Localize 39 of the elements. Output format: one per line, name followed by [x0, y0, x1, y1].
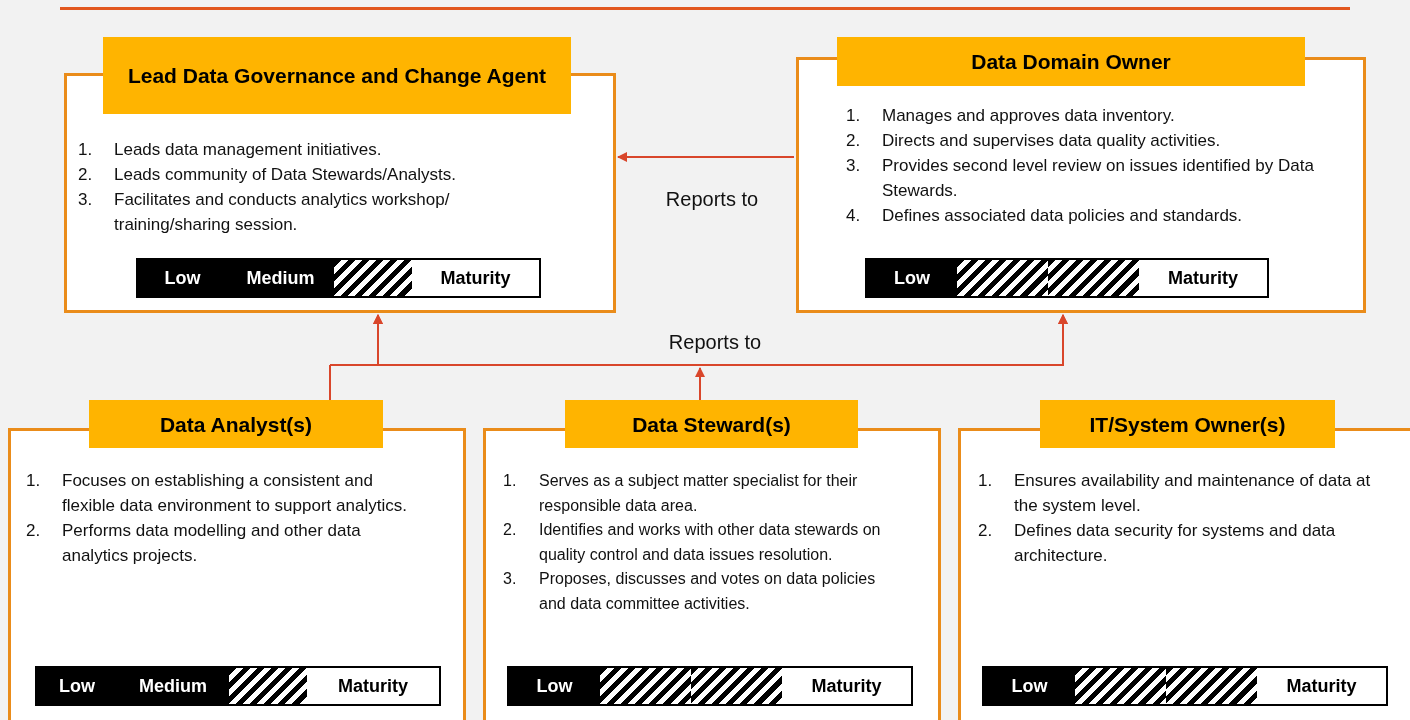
bar-label: Maturity: [1167, 266, 1239, 290]
list-item: 1. Ensures availability and maintenance of data at the system level.: [978, 470, 1372, 517]
bar-label: Medium: [117, 668, 229, 704]
list-item: 1. Manages and approves data inventory.: [846, 105, 1176, 127]
bar-label: Maturity: [439, 266, 512, 290]
role-title: Data Steward(s): [565, 400, 858, 448]
role-title: Data Analyst(s): [89, 400, 383, 448]
arrow: [617, 152, 795, 162]
list-item: 2. Leads community of Data Stewards/Analysts.: [78, 164, 458, 186]
bar-label: Low: [138, 260, 227, 296]
list-item: 3. Proposes, discusses and votes on data policies and data committee activities.: [503, 569, 877, 614]
maturity-bar: [35, 666, 441, 706]
maturity-bar: [507, 666, 913, 706]
bar-label: Low: [37, 668, 117, 704]
bar-label: Medium: [227, 260, 334, 296]
bar-label: Low: [509, 668, 600, 704]
role-title: IT/System Owner(s): [1040, 400, 1335, 448]
maturity-bar: [136, 258, 541, 298]
bar-label: Maturity: [810, 674, 883, 698]
bar-label: Low: [984, 668, 1075, 704]
list-item: 1. Serves as a subject matter specialist for their responsible data area.: [503, 471, 859, 516]
role-title: Lead Data Governance and Change Agent: [103, 37, 571, 114]
list-item: 1. Leads data management initiatives.: [78, 139, 383, 161]
list-item: 2. Directs and supervises data quality activities.: [846, 130, 1222, 152]
list-item: 4. Defines associated data policies and standards.: [846, 205, 1244, 227]
bar-label: Low: [867, 260, 957, 296]
maturity-bar: [982, 666, 1388, 706]
bar-label: Maturity: [337, 674, 409, 698]
list-item: 1. Focuses on establishing a consistent and flexible data environment to support analytics.: [26, 470, 408, 517]
arrow: [373, 314, 701, 366]
role-title: Data Domain Owner: [837, 37, 1305, 86]
list-item: 2. Defines data security for systems and data architecture.: [978, 520, 1337, 567]
maturity-bar: [865, 258, 1269, 298]
list-item: 3. Facilitates and conducts analytics workshop/ training/sharing session.: [78, 189, 451, 236]
list-item: 2. Identifies and works with other data stewards on quality control and data issues resolution.: [503, 520, 882, 565]
list-item: 2. Performs data modelling and other data analytics projects.: [26, 520, 362, 567]
arrow: [695, 367, 705, 401]
bar-label: Maturity: [1285, 674, 1358, 698]
list-item: 3. Provides second level review on issues identified by Data Stewards.: [846, 155, 1315, 202]
